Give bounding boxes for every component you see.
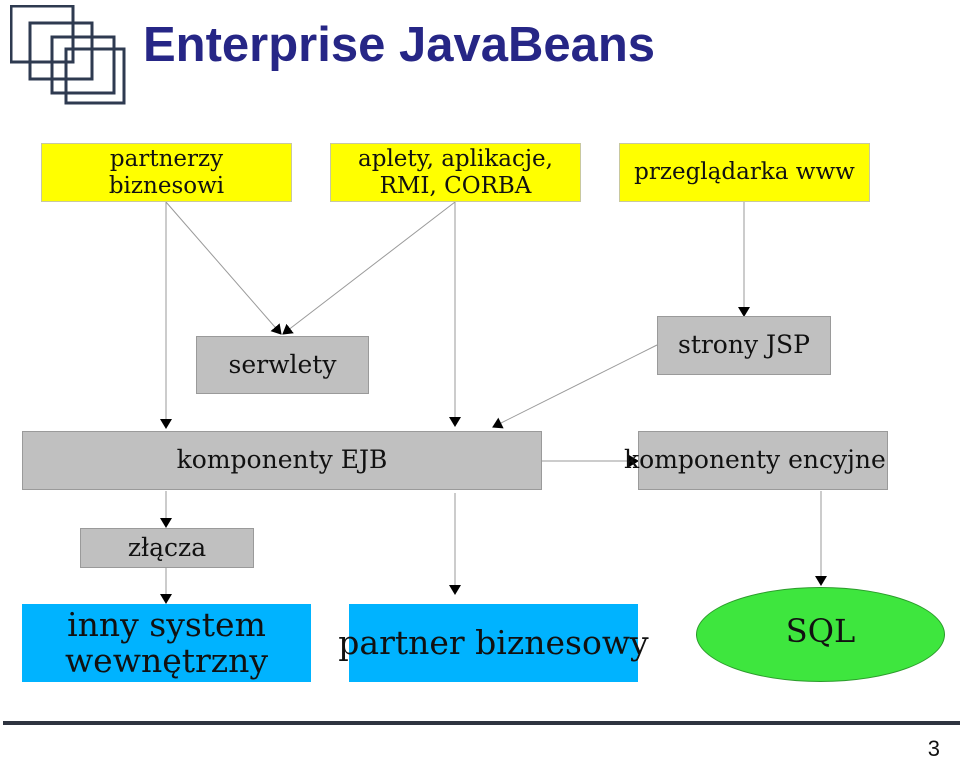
node-connectors: złącza (80, 528, 254, 568)
node-other-internal-system: inny system wewnętrzny (22, 604, 311, 682)
logo-squares-icon (10, 5, 126, 105)
node-jsp-pages: strony JSP (657, 316, 831, 375)
node-label: przeglądarka www (634, 159, 855, 186)
node-label: komponenty EJB (176, 445, 388, 475)
node-label: komponenty encyjne (624, 445, 886, 475)
node-business-partners: partnerzy biznesowi (41, 143, 292, 202)
node-business-partner: partner biznesowy (338, 604, 649, 682)
node-label: inny system wewnętrzny (64, 604, 269, 680)
node-applets-apps: aplety, aplikacje, RMI, CORBA (330, 143, 581, 202)
node-entity-components: komponenty encyjne (624, 431, 888, 490)
arrow-partners-to-servlets (165, 201, 282, 335)
footer-divider (3, 721, 960, 725)
node-ejb-components: komponenty EJB (22, 431, 542, 490)
node-label: strony JSP (677, 330, 811, 360)
node-label: partner biznesowy (338, 622, 649, 662)
arrow-jsp-to-ejb (492, 344, 658, 429)
node-label: złącza (127, 532, 207, 562)
slide-title: Enterprise JavaBeans (143, 18, 656, 72)
node-label: partnerzy biznesowi (108, 146, 225, 199)
node-sql-database: SQL (696, 587, 945, 682)
node-web-browser: przeglądarka www (619, 143, 870, 202)
node-servlets: serwlety (196, 336, 369, 394)
node-label: serwlety (228, 349, 337, 379)
page-number: 3 (927, 736, 940, 761)
node-label: aplety, aplikacje, RMI, CORBA (358, 146, 553, 199)
node-label: SQL (785, 611, 856, 650)
arrow-applets-to-servlets (282, 201, 456, 335)
